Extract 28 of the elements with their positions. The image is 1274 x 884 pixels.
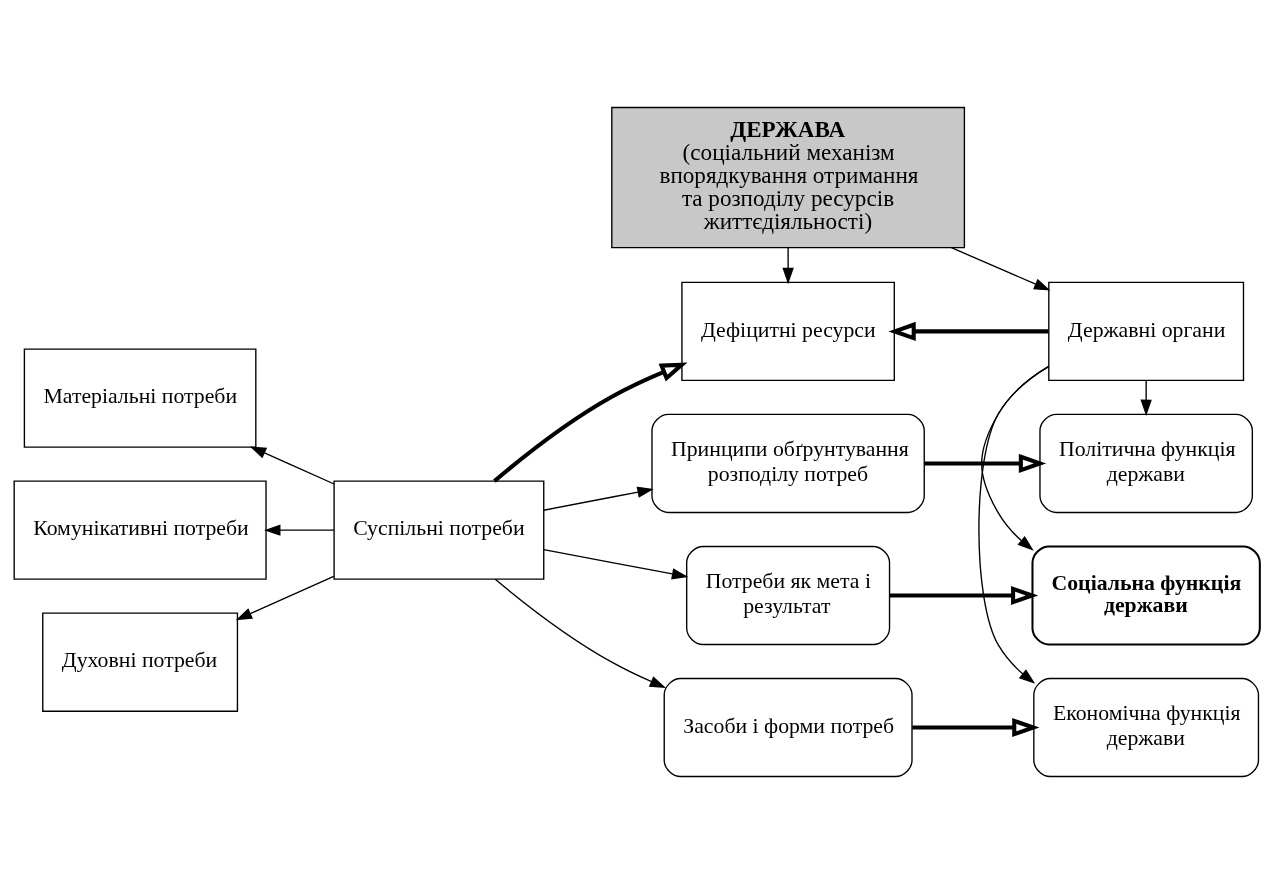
arrow — [1140, 380, 1152, 416]
node-box: Матеріальні потреби — [23, 348, 257, 448]
arrow — [888, 321, 1049, 341]
arrow — [543, 486, 654, 511]
node-box: Соціальна функція держави — [1031, 545, 1261, 646]
arrow — [493, 362, 688, 483]
arrow — [782, 247, 794, 285]
arrow — [950, 247, 1051, 291]
arrow — [889, 585, 1039, 606]
arrow — [543, 549, 689, 580]
node-box: Засоби і форми потреб — [663, 677, 913, 778]
node-box: Дефіцитні ресурси — [681, 281, 895, 382]
node-box: ДЕРЖАВА (соціальний механізм впорядкування отримання та розподілу ресурсів життєдіяльності) — [611, 106, 966, 249]
node-box: Потреби як мета і результат — [686, 545, 891, 646]
arrow — [924, 453, 1047, 473]
arrow — [494, 578, 667, 688]
node-box: Політична функція держави — [1039, 413, 1253, 514]
node-box: Духовні потреби — [42, 612, 239, 712]
arrow — [249, 446, 335, 485]
node-box: Принципи обґрунтування розподілу потреб — [651, 413, 925, 514]
arrow — [912, 718, 1040, 738]
node-box: Економічна функція держави — [1033, 677, 1260, 778]
arrow — [264, 524, 335, 536]
node-box: Комунікативні потреби — [13, 480, 267, 580]
node-box: Суспільні потреби — [333, 480, 545, 580]
arrow — [978, 365, 1050, 684]
node-box: Державні органи — [1048, 281, 1245, 382]
arrow — [235, 575, 335, 621]
